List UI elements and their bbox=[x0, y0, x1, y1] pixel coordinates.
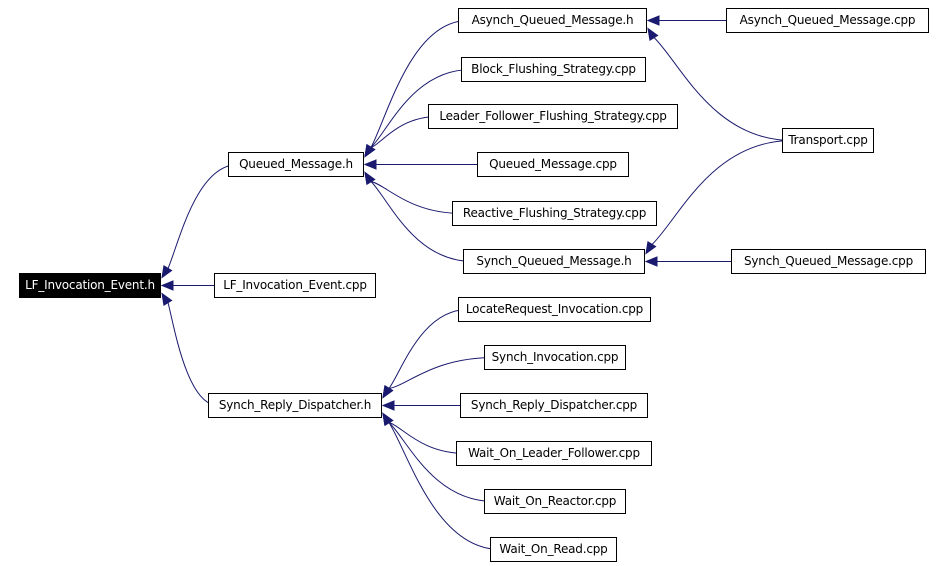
node-queued-message-cpp[interactable]: Queued_Message.cpp bbox=[477, 152, 629, 177]
node-synch-reply-dispatcher-h[interactable]: Synch_Reply_Dispatcher.h bbox=[208, 393, 382, 418]
node-asynch-queued-message-h[interactable]: Asynch_Queued_Message.h bbox=[458, 8, 647, 33]
edge-transport-cpp-to-asynch-queued-message-h bbox=[653, 37, 793, 141]
node-synch-invocation-cpp[interactable]: Synch_Invocation.cpp bbox=[484, 345, 626, 370]
node-lf-invocation-event-cpp[interactable]: LF_Invocation_Event.cpp bbox=[214, 273, 376, 298]
edge-reactive-flushing-strategy-cpp-to-queued-message-h bbox=[370, 181, 463, 214]
edge-transport-cpp-to-synch-queued-message-h bbox=[651, 140, 793, 245]
node-asynch-queued-message-cpp[interactable]: Asynch_Queued_Message.cpp bbox=[726, 8, 929, 33]
edge-leader-follower-flushing-strategy-cpp-to-queued-message-h bbox=[370, 116, 439, 148]
edge-asynch-queued-message-h-to-queued-message-h bbox=[370, 20, 469, 148]
edge-arrowhead-synch-queued-message-cpp-to-synch-queued-message-h bbox=[644, 256, 658, 267]
edge-arrowhead-lf-invocation-event-cpp-to-lf-invocation-event-h bbox=[160, 280, 174, 291]
edge-arrowhead-asynch-queued-message-cpp-to-asynch-queued-message-h bbox=[646, 15, 660, 26]
edge-wait-on-reactor-cpp-to-synch-reply-dispatcher-h bbox=[388, 422, 495, 502]
edge-arrowhead-queued-message-h-to-lf-invocation-event-h bbox=[161, 264, 173, 279]
edge-wait-on-leader-follower-cpp-to-synch-reply-dispatcher-h bbox=[388, 422, 467, 454]
node-wait-on-read-cpp[interactable]: Wait_On_Read.cpp bbox=[490, 537, 617, 562]
node-block-flushing-strategy-cpp[interactable]: Block_Flushing_Strategy.cpp bbox=[461, 57, 646, 82]
node-synch-queued-message-cpp[interactable]: Synch_Queued_Message.cpp bbox=[731, 249, 926, 274]
edge-arrowhead-synch-reply-dispatcher-cpp-to-synch-reply-dispatcher-h bbox=[381, 400, 395, 411]
edge-arrowhead-synch-reply-dispatcher-h-to-lf-invocation-event-h bbox=[161, 292, 173, 307]
edge-synch-reply-dispatcher-h-to-lf-invocation-event-h bbox=[167, 302, 219, 406]
node-synch-queued-message-h[interactable]: Synch_Queued_Message.h bbox=[463, 249, 645, 274]
edge-arrowhead-synch-queued-message-h-to-queued-message-h bbox=[364, 171, 376, 186]
node-synch-reply-dispatcher-cpp[interactable]: Synch_Reply_Dispatcher.cpp bbox=[460, 393, 648, 418]
edge-arrowhead-transport-cpp-to-synch-queued-message-h bbox=[645, 240, 657, 255]
node-lf-invocation-event-h: LF_Invocation_Event.h bbox=[19, 273, 161, 298]
edge-arrowhead-synch-invocation-cpp-to-synch-reply-dispatcher-h bbox=[382, 384, 394, 399]
node-transport-cpp[interactable]: Transport.cpp bbox=[782, 128, 874, 153]
edge-locaterequest-invocation-cpp-to-synch-reply-dispatcher-h bbox=[388, 309, 469, 389]
node-wait-on-reactor-cpp[interactable]: Wait_On_Reactor.cpp bbox=[484, 489, 626, 514]
node-queued-message-h[interactable]: Queued_Message.h bbox=[228, 152, 364, 177]
node-leader-follower-flushing-strategy-cpp[interactable]: Leader_Follower_Flushing_Strategy.cpp bbox=[428, 104, 678, 129]
edge-arrowhead-queued-message-cpp-to-queued-message-h bbox=[363, 159, 377, 170]
node-reactive-flushing-strategy-cpp[interactable]: Reactive_Flushing_Strategy.cpp bbox=[452, 201, 657, 226]
edge-arrowhead-leader-follower-flushing-strategy-cpp-to-queued-message-h bbox=[364, 143, 376, 158]
node-wait-on-leader-follower-cpp[interactable]: Wait_On_Leader_Follower.cpp bbox=[456, 441, 652, 466]
edge-wait-on-read-cpp-to-synch-reply-dispatcher-h bbox=[388, 422, 501, 550]
edge-block-flushing-strategy-cpp-to-queued-message-h bbox=[370, 69, 472, 148]
edge-arrowhead-wait-on-read-cpp-to-synch-reply-dispatcher-h bbox=[382, 412, 394, 427]
edge-arrowhead-transport-cpp-to-asynch-queued-message-h bbox=[647, 27, 659, 42]
node-locaterequest-invocation-cpp[interactable]: LocateRequest_Invocation.cpp bbox=[458, 297, 651, 322]
edge-queued-message-h-to-lf-invocation-event-h bbox=[167, 164, 239, 269]
edge-synch-queued-message-h-to-queued-message-h bbox=[370, 181, 474, 262]
edge-synch-invocation-cpp-to-synch-reply-dispatcher-h bbox=[388, 357, 495, 389]
